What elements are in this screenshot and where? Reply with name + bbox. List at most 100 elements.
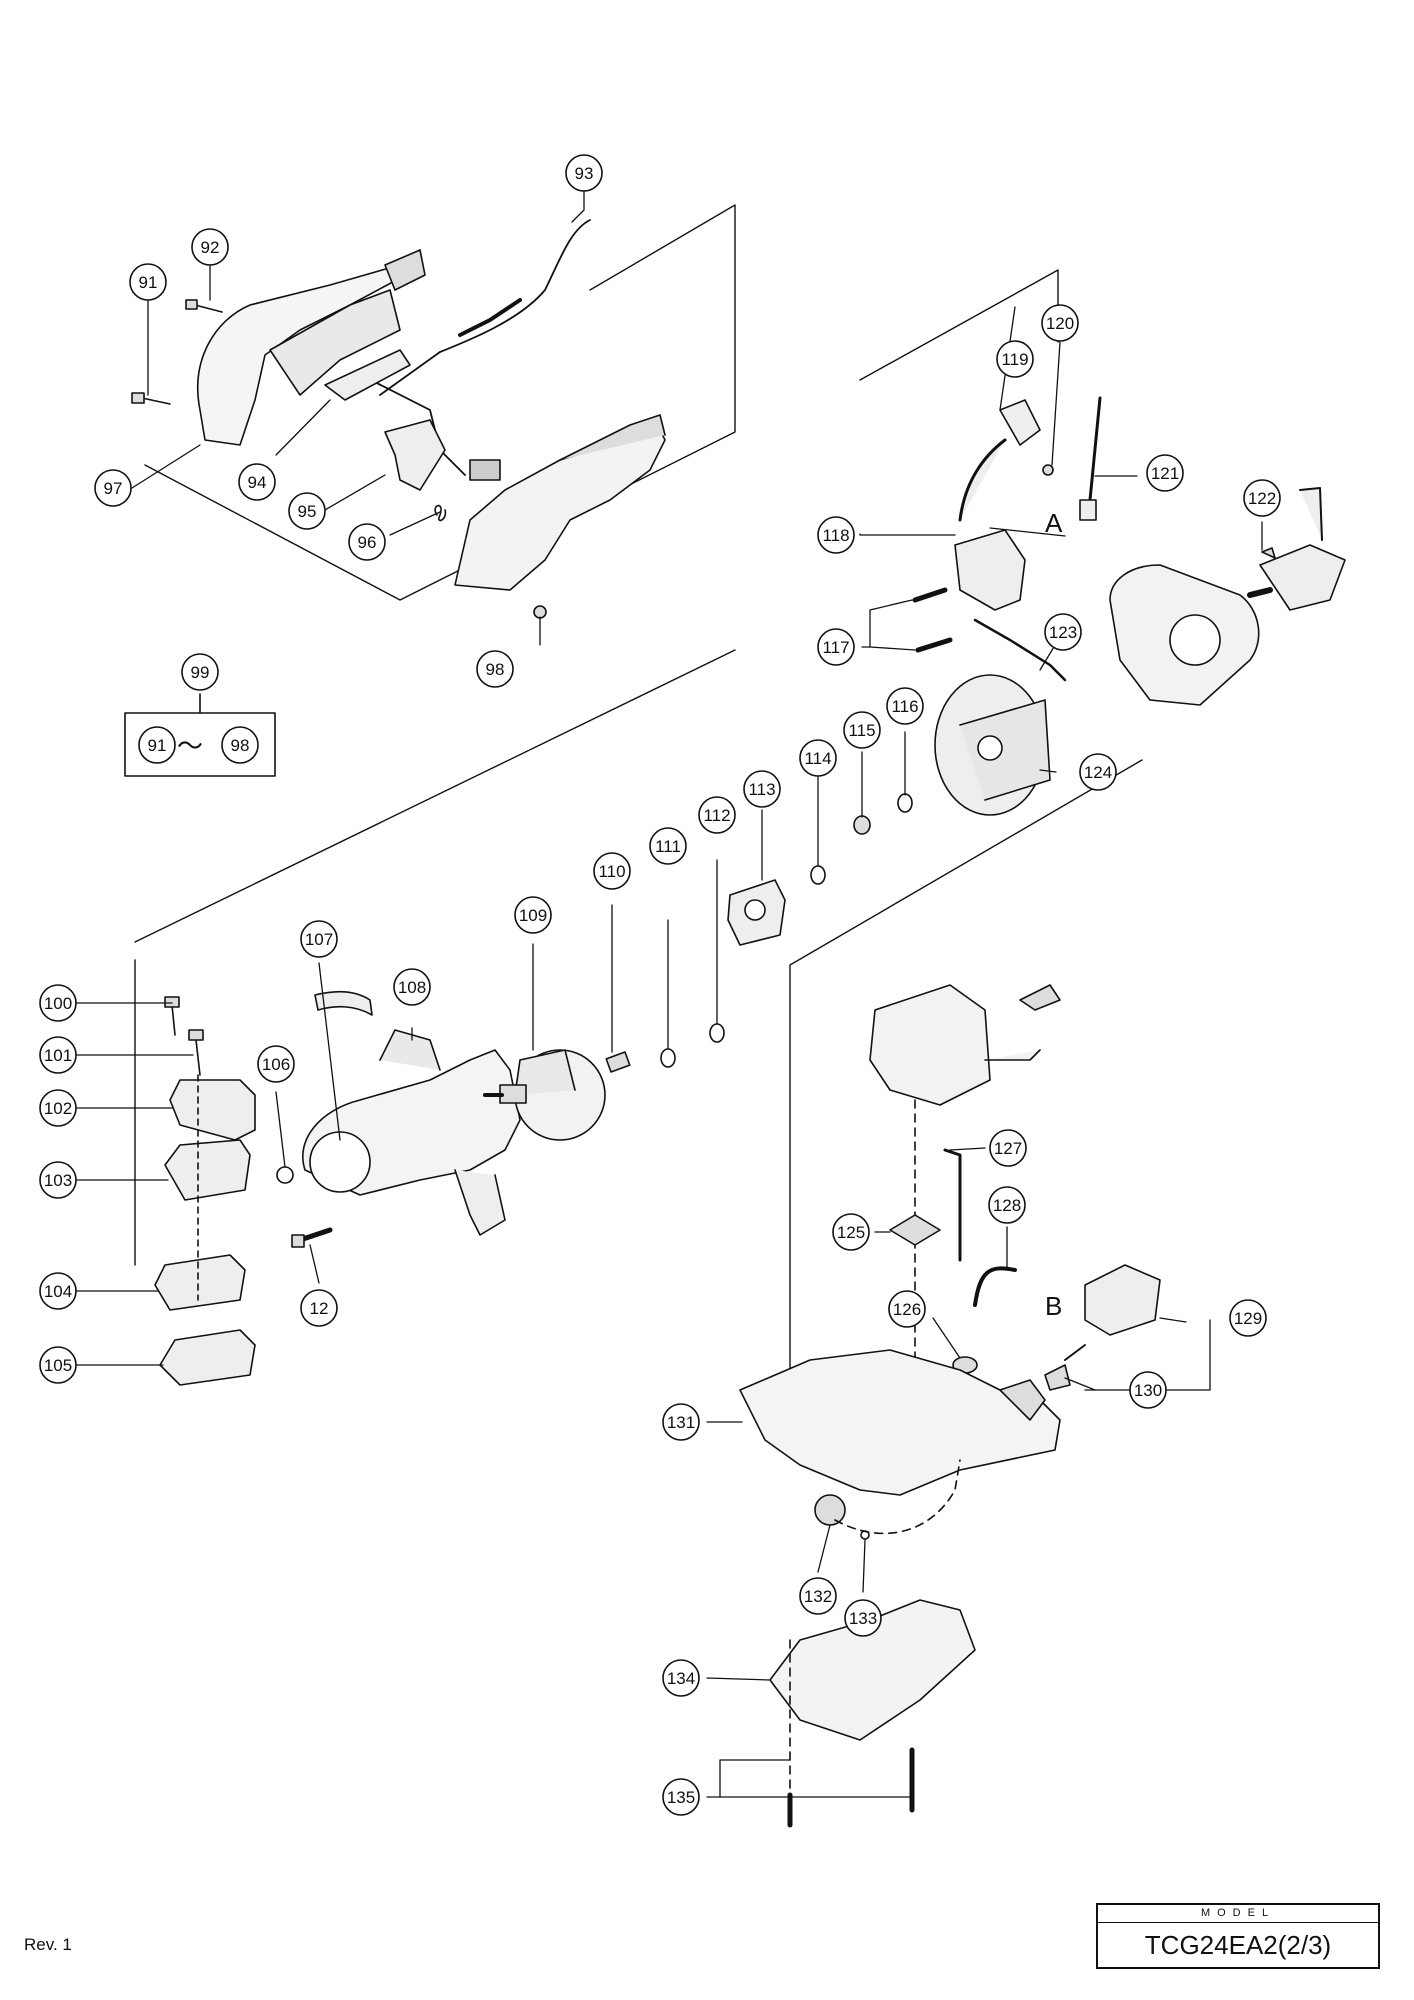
callout-circle: [300, 920, 338, 958]
callout-c93: 93: [565, 154, 603, 192]
trigger-lever-95: [384, 419, 446, 491]
callout-c125: 125: [832, 1213, 870, 1251]
callout-number: 116: [891, 697, 918, 716]
callout-c111: 111: [649, 827, 687, 865]
callout-circle: [817, 516, 855, 554]
ignition-coil-118: [954, 529, 1026, 611]
callout-c123: 123: [1044, 613, 1082, 651]
callout-circle: [288, 492, 326, 530]
callout-circle: [743, 770, 781, 808]
ref-letter-a: A: [1045, 508, 1063, 538]
callout-circle: [94, 469, 132, 507]
callout-number: 119: [1001, 350, 1028, 369]
callout-c133: 133: [844, 1599, 882, 1637]
callout-circle: [1129, 1371, 1167, 1409]
callout-c102: 102: [39, 1089, 77, 1127]
callout-number: 106: [262, 1055, 290, 1074]
callout-c128: 128: [988, 1186, 1026, 1224]
callout-number: 111: [655, 837, 681, 856]
model-box: MODEL TCG24EA2(2/3): [1096, 1903, 1380, 1969]
bolt-12: [291, 1227, 333, 1248]
callout-number: 121: [1151, 464, 1179, 483]
callout-circle: [1243, 479, 1281, 517]
callout-circle: [593, 852, 631, 890]
callout-c103: 103: [39, 1161, 77, 1199]
clamp-102: [169, 1079, 256, 1141]
callout-circle: [662, 1778, 700, 1816]
callout-number: 95: [298, 502, 317, 521]
screw-91: [131, 392, 171, 405]
assembly-boundaries: [134, 204, 1143, 1421]
clutch-drum-109: [483, 1049, 606, 1141]
callout-circle: [799, 739, 837, 777]
callout-number: 129: [1234, 1309, 1262, 1328]
callout-number: 107: [305, 930, 333, 949]
callout-number: 98: [231, 736, 250, 755]
callout-c127: 127: [989, 1129, 1027, 1167]
washer-114: [810, 865, 826, 885]
ground-wire-123: [973, 618, 1067, 682]
lead-121: [1079, 396, 1102, 521]
callout-circle: [300, 1289, 338, 1327]
callout-c12: 12: [300, 1289, 338, 1327]
shaft-housing-108: [302, 1029, 521, 1236]
fuel-pipe-127: [943, 1148, 962, 1262]
callout-c129: 129: [1229, 1299, 1267, 1337]
callout-c98: 98: [476, 650, 514, 688]
screws-135: [787, 1639, 915, 1828]
callout-number: 123: [1049, 623, 1077, 642]
callout-circle: [39, 1161, 77, 1199]
callout-number: 101: [44, 1046, 72, 1065]
callout-c100: 100: [39, 984, 77, 1022]
recoil-starter: [869, 984, 1061, 1106]
callout-circle: [348, 523, 386, 561]
callout-c118: 118: [817, 516, 855, 554]
key-122: [1261, 547, 1276, 559]
base-134: [769, 1599, 976, 1741]
clamp-103: [164, 1139, 251, 1201]
callout-circle: [238, 463, 276, 501]
kit-box-99: [124, 693, 276, 777]
callout-number: 130: [1134, 1381, 1162, 1400]
callout-c122: 122: [1243, 479, 1281, 517]
callout-circle: [988, 1186, 1026, 1224]
callout-circle: [843, 711, 881, 749]
callout-number: 94: [248, 473, 267, 492]
callout-c126: 126: [888, 1290, 926, 1328]
callout-circle: [832, 1213, 870, 1251]
callout-circle: [1229, 1299, 1267, 1337]
callout-c95: 95: [288, 492, 326, 530]
callout-circle: [989, 1129, 1027, 1167]
callout-c124: 124: [1079, 753, 1117, 791]
screws-117: [912, 587, 953, 653]
callout-number: 135: [667, 1788, 695, 1807]
callout-circle: [1041, 304, 1079, 342]
callout-number: 127: [994, 1139, 1022, 1158]
callout-circle: [393, 968, 431, 1006]
callout-c115: 115: [843, 711, 881, 749]
spring-120: [1042, 464, 1054, 476]
callout-number: 117: [822, 638, 849, 657]
throttle-cable-93: [354, 219, 591, 476]
callout-circle: [476, 650, 514, 688]
nut-115: [853, 815, 871, 835]
callout-number: 133: [849, 1609, 877, 1628]
kit-range-tilde: ～: [177, 731, 203, 761]
callout-circle: [191, 228, 229, 266]
callout-number: 97: [104, 479, 123, 498]
callout-number: 115: [848, 721, 875, 740]
callout-number: 126: [893, 1300, 921, 1319]
callout-c96: 96: [348, 523, 386, 561]
callout-circle: [1079, 753, 1117, 791]
callout-circle: [129, 263, 167, 301]
callout-number: 99: [191, 663, 210, 682]
revision-label: Rev. 1: [24, 1935, 72, 1954]
plug-cap-119: [958, 399, 1041, 522]
callout-circle: [662, 1403, 700, 1441]
callout-number: 92: [201, 238, 220, 257]
callout-c131: 131: [662, 1403, 700, 1441]
callout-c92: 92: [191, 228, 229, 266]
model-header: MODEL: [1098, 1905, 1378, 1923]
callout-c135: 135: [662, 1778, 700, 1816]
